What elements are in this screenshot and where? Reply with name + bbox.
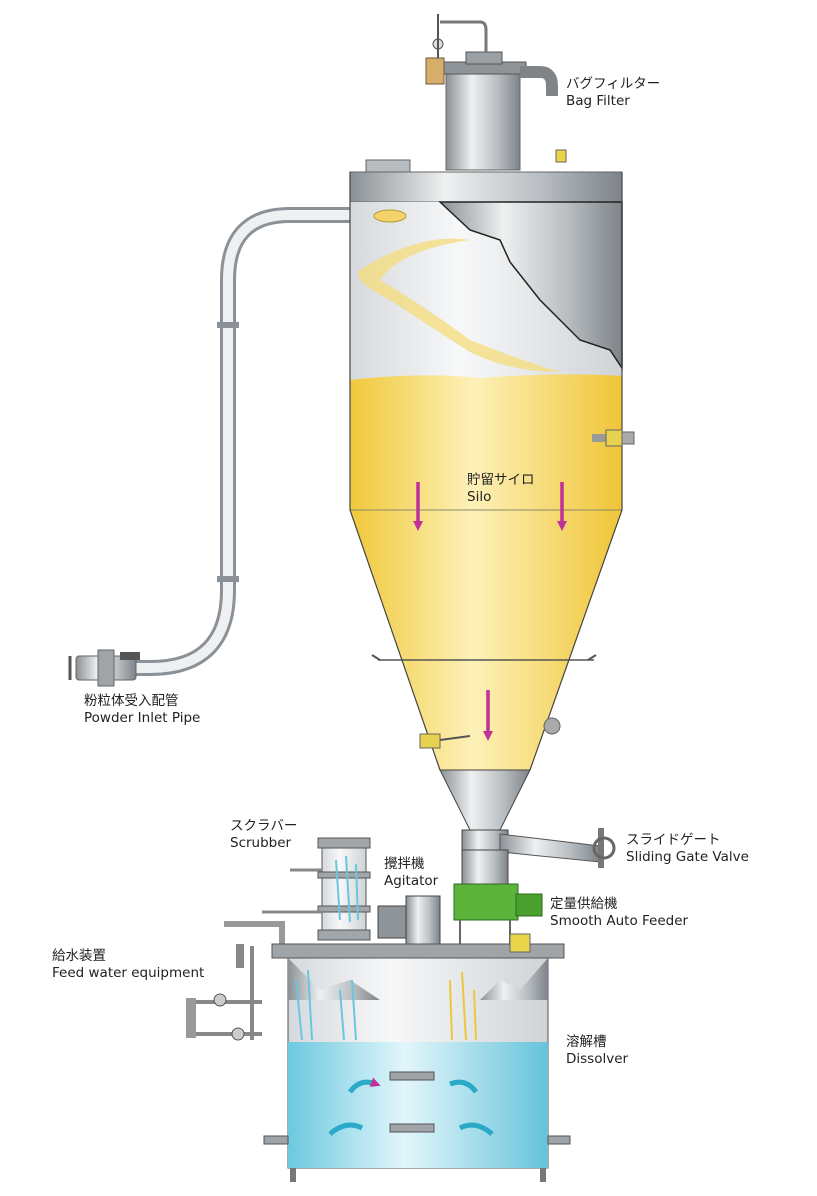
label-bag-filter-jp: バグフィルター <box>566 76 661 92</box>
sliding-gate-valve <box>499 828 616 868</box>
label-scrubber: スクラバー Scrubber <box>230 818 297 852</box>
label-scrubber-en: Scrubber <box>230 835 292 851</box>
label-powder-inlet-en: Powder Inlet Pipe <box>84 710 201 726</box>
label-feeder-jp: 定量供給機 <box>550 896 618 912</box>
label-silo: 貯留サイロ Silo <box>467 472 535 506</box>
label-sliding-gate-valve: スライドゲート Sliding Gate Valve <box>626 832 749 866</box>
label-agitator-en: Agitator <box>384 873 439 889</box>
label-silo-en: Silo <box>467 489 492 505</box>
smooth-auto-feeder <box>453 849 543 945</box>
label-dissolver-en: Dissolver <box>566 1051 629 1067</box>
bag-filter <box>425 14 567 171</box>
label-gate-valve-en: Sliding Gate Valve <box>626 849 749 865</box>
silo <box>349 159 635 851</box>
label-feed-water-en: Feed water equipment <box>52 965 205 981</box>
label-bag-filter: バグフィルター Bag Filter <box>566 76 660 110</box>
label-feeder-en: Smooth Auto Feeder <box>550 913 689 929</box>
label-dissolver: 溶解槽 Dissolver <box>566 1034 628 1068</box>
powder-inlet-pipe <box>68 207 385 687</box>
label-bag-filter-en: Bag Filter <box>566 93 630 109</box>
label-gate-valve-jp: スライドゲート <box>626 832 721 848</box>
flow-arrows <box>413 482 567 741</box>
label-agitator: 攪拌機 Agitator <box>384 856 438 890</box>
label-feed-water-jp: 給水装置 <box>52 948 106 964</box>
label-dissolver-jp: 溶解槽 <box>566 1034 607 1050</box>
dissolver-tank <box>263 933 571 1182</box>
feed-water-equipment <box>186 921 285 1041</box>
label-smooth-auto-feeder: 定量供給機 Smooth Auto Feeder <box>550 896 688 930</box>
label-scrubber-jp: スクラバー <box>230 818 298 834</box>
label-feed-water-equipment: 給水装置 Feed water equipment <box>52 948 204 982</box>
scrubber <box>262 837 371 941</box>
label-powder-inlet-pipe: 粉粒体受入配管 Powder Inlet Pipe <box>84 693 200 727</box>
label-powder-inlet-jp: 粉粒体受入配管 <box>84 693 179 709</box>
label-agitator-jp: 攪拌機 <box>384 856 425 872</box>
label-silo-jp: 貯留サイロ <box>467 472 535 488</box>
